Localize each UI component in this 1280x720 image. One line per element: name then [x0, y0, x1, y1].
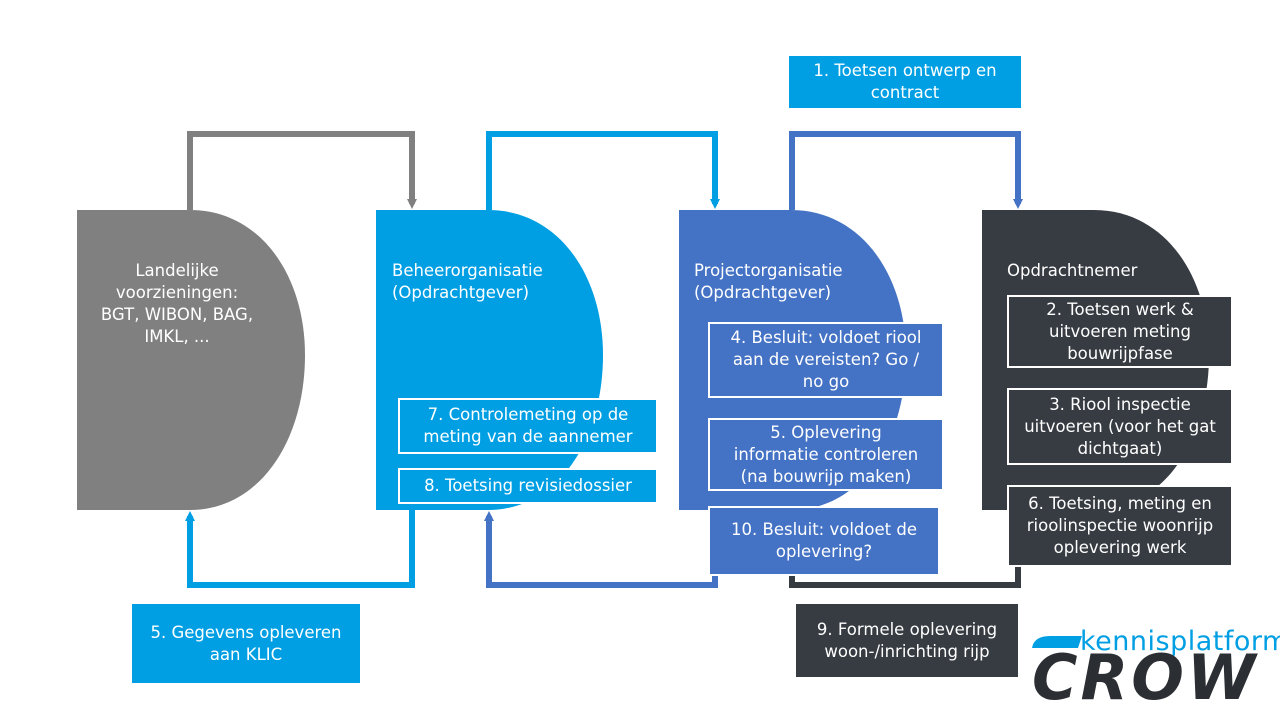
arrow-project-to-beheer: [484, 511, 718, 588]
node-project-title: Projectorganisatie (Opdrachtgever): [694, 261, 843, 302]
step-5-klic-box: 5. Gegevens opleveren aan KLIC: [132, 604, 360, 683]
step-1-box: 1. Toetsen ontwerp en contract: [789, 56, 1021, 108]
crow-logo-swoosh: [1032, 636, 1082, 648]
node-landelijk-title: Landelijke voorzieningen: BGT, WIBON, BA…: [100, 261, 254, 346]
step-9-box: 9. Formele oplevering woon-/inrichting r…: [796, 604, 1018, 677]
node-landelijk-shape: [77, 210, 305, 510]
node-opdrachtnemer-title: Opdrachtnemer: [1007, 261, 1138, 280]
arrow-beheer-to-landelijk: [185, 510, 415, 588]
step-4-box: 4. Besluit: voldoet riool aan de vereist…: [708, 322, 944, 398]
step-6-box: 6. Toetsing, meting en rioolinspectie wo…: [1007, 485, 1233, 567]
node-beheer-shape: [376, 210, 603, 510]
crow-logo-wordmark: CROW: [1032, 641, 1259, 714]
crow-logo-tagline: kennisplatform: [1080, 626, 1280, 657]
line-opdrachtnemer-to-project: [789, 566, 1021, 588]
arrow-beheer-to-project: [486, 131, 720, 210]
arrow-project-to-opdrachtnemer: [789, 131, 1023, 210]
arrow-landelijk-to-beheer: [187, 131, 417, 210]
step-8-box: 8. Toetsing revisiedossier: [398, 468, 658, 504]
step-7-box: 7. Controlemeting op de meting van de aa…: [398, 398, 658, 454]
node-beheer-title: Beheerorganisatie (Opdrachtgever): [392, 261, 543, 302]
step-2-box: 2. Toetsen werk & uitvoeren meting bouwr…: [1007, 295, 1233, 368]
step-5-controle-box: 5. Oplevering informatie controleren (na…: [708, 418, 944, 491]
step-10-box: 10. Besluit: voldoet de oplevering?: [708, 506, 940, 576]
step-3-box: 3. Riool inspectie uitvoeren (voor het g…: [1007, 388, 1233, 465]
